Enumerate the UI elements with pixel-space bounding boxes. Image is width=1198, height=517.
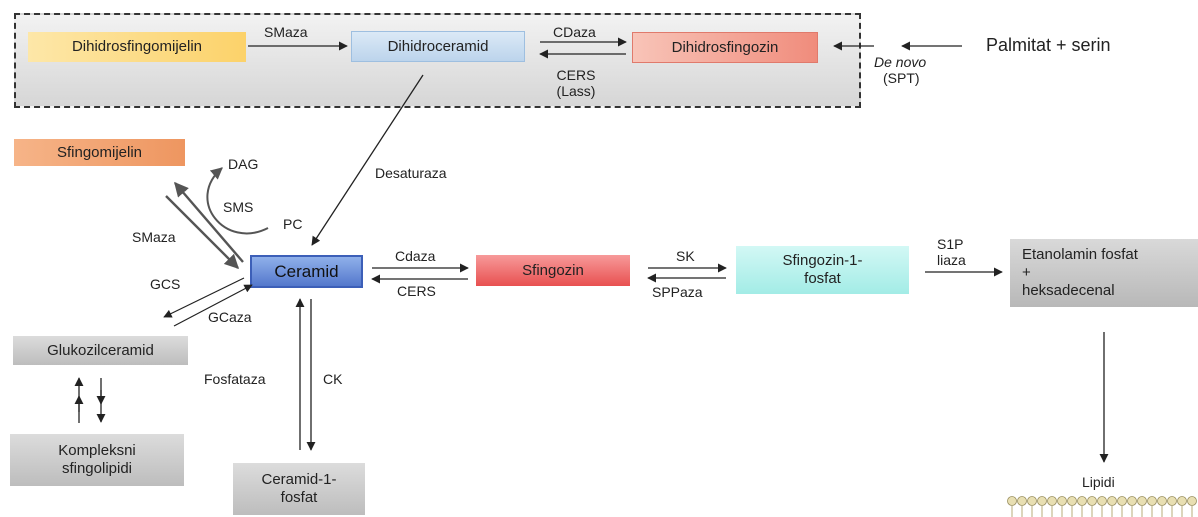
kompleksni-line1: Kompleksni xyxy=(58,442,136,459)
gcaza-arrow xyxy=(173,284,253,327)
spt-label: (SPT) xyxy=(883,70,920,86)
lipid-bilayer-icon xyxy=(1007,496,1197,506)
ck-label: CK xyxy=(323,371,343,387)
dihidrosfingozin-label: Dihidrosfingozin xyxy=(671,38,779,56)
desaturaza-arrow xyxy=(311,74,424,246)
dihidrosfingozin-box: Dihidrosfingozin xyxy=(632,32,818,63)
dihidroceramid-box: Dihidroceramid xyxy=(351,31,525,62)
cers-label: CERS xyxy=(556,67,596,83)
etanolamin-line1: Etanolamin fosfat xyxy=(1022,246,1138,263)
ceramid-1-fosfat-line2: fosfat xyxy=(280,489,318,506)
lipid-tails xyxy=(1011,506,1193,517)
smaza-left-label: SMaza xyxy=(132,229,176,245)
desaturaza-label: Desaturaza xyxy=(375,165,447,181)
gcs-arrow xyxy=(163,277,245,318)
sfingozin-1-fosfat-box: Sfingozin-1- fosfat xyxy=(736,246,909,294)
s1p-liaza-label: S1P liaza xyxy=(937,236,966,268)
ceramid-1-fosfat-line1: Ceramid-1- xyxy=(261,471,337,488)
sfingozin-1-fosfat-line1: Sfingozin-1- xyxy=(782,252,863,269)
sfingozin-box: Sfingozin xyxy=(476,255,630,286)
sfingomijelin-box: Sfingomijelin xyxy=(14,139,185,166)
smaza-arrow xyxy=(174,181,244,263)
dag-label: DAG xyxy=(228,156,259,172)
dihidrosfingomijelin-box: Dihidrosfingomijelin xyxy=(28,32,246,62)
sms-arrow xyxy=(165,195,240,270)
sppaza-label: SPPaza xyxy=(652,284,703,300)
sfingozin-1-fosfat-line2: fosfat xyxy=(804,270,841,287)
liaza-label: liaza xyxy=(937,252,966,268)
dihidroceramid-label: Dihidroceramid xyxy=(387,37,489,55)
glukozilceramid-label: Glukozilceramid xyxy=(47,341,154,359)
etanolamin-box: Etanolamin fosfat + heksadecenal xyxy=(1010,239,1198,307)
cers-mid-label: CERS xyxy=(397,283,436,299)
lipidi-label: Lipidi xyxy=(1082,474,1115,490)
sfingomijelin-label: Sfingomijelin xyxy=(56,143,143,161)
cdaza-top-label: CDaza xyxy=(553,24,596,40)
sk-label: SK xyxy=(676,248,695,264)
s1p-label: S1P xyxy=(937,236,964,252)
kompleksni-line2: sfingolipidi xyxy=(61,460,133,477)
glukozilceramid-box: Glukozilceramid xyxy=(13,336,188,365)
sms-label: SMS xyxy=(223,199,254,215)
cdaza-mid-label: Cdaza xyxy=(395,248,436,264)
pc-label: PC xyxy=(283,216,303,232)
sms-curve xyxy=(206,167,269,235)
smaza-top-label: SMaza xyxy=(264,24,308,40)
palmitat-serin-label: Palmitat + serin xyxy=(986,35,1111,55)
fosfataza-label: Fosfataza xyxy=(204,371,266,387)
dihidrosfingomijelin-label: Dihidrosfingomijelin xyxy=(71,38,203,55)
kompleksni-box: Kompleksni sfingolipidi xyxy=(10,434,184,486)
gcs-label: GCS xyxy=(150,276,181,292)
ceramid-label: Ceramid xyxy=(274,261,339,281)
ceramid-1-fosfat-box: Ceramid-1- fosfat xyxy=(233,463,365,515)
sfingozin-label: Sfingozin xyxy=(522,261,584,279)
ceramid-box: Ceramid xyxy=(250,255,363,288)
etanolamin-line3: heksadecenal xyxy=(1022,282,1115,299)
cers-lass-label: CERS (Lass) xyxy=(551,67,601,99)
etanolamin-line2: + xyxy=(1022,264,1031,281)
gcaza-label: GCaza xyxy=(208,309,252,325)
de-novo-label: De novo xyxy=(874,54,927,70)
lass-label: (Lass) xyxy=(556,83,596,99)
